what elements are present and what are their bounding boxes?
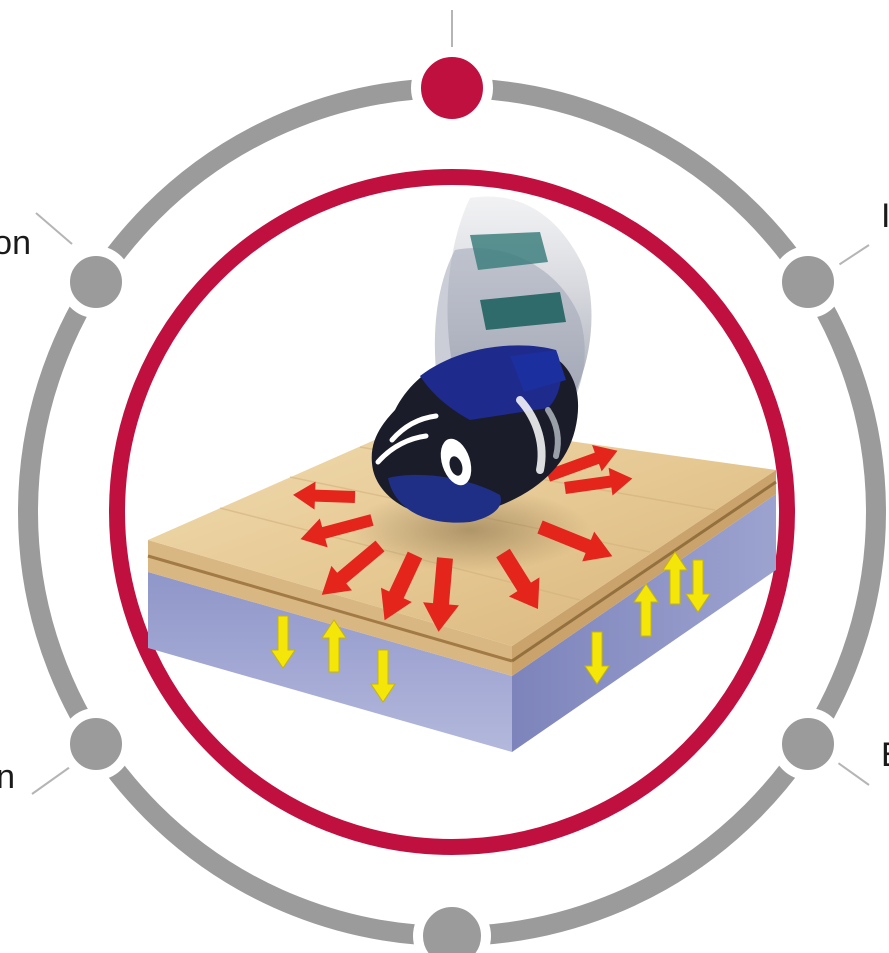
connector-upper-left: [36, 213, 72, 244]
node-upper-left: [65, 251, 127, 313]
label-lower-left: n: [0, 760, 15, 794]
node-top: [416, 52, 488, 124]
node-lower-right: [777, 713, 839, 775]
label-upper-left: on: [0, 226, 31, 260]
label-upper-right: I: [881, 199, 889, 233]
connector-lower-left: [32, 767, 70, 794]
connector-lower-right: [834, 760, 869, 785]
node-upper-right: [777, 251, 839, 313]
label-lower-right: E: [881, 738, 889, 772]
node-bottom: [418, 902, 486, 953]
node-lower-left: [65, 713, 127, 775]
